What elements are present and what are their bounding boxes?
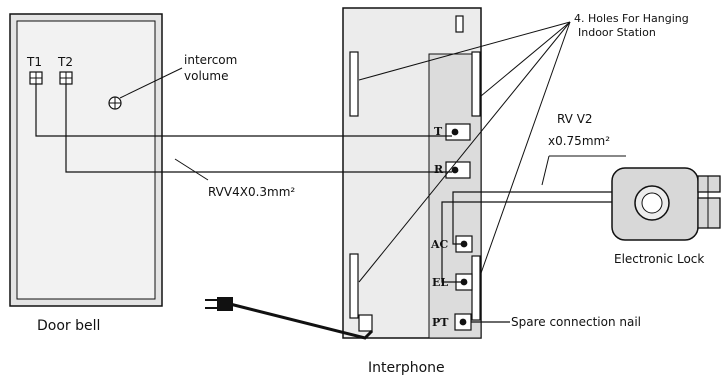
terminal-pt-screw-icon bbox=[459, 318, 467, 326]
rvv-cable-leader bbox=[174, 158, 209, 181]
door-bell-inner-panel bbox=[16, 20, 156, 300]
lock-cable bbox=[441, 191, 612, 283]
lock-cylinder-core bbox=[641, 192, 663, 214]
volume-knob-icon bbox=[108, 96, 122, 110]
terminal-ac-label: AC bbox=[430, 238, 449, 251]
terminal-ac-screw-icon bbox=[460, 240, 468, 248]
holes-annotation: 4. Holes For Hanging Indoor Station bbox=[358, 12, 689, 283]
holes-leader-2 bbox=[480, 21, 571, 97]
holes-leader-1 bbox=[358, 21, 571, 81]
terminal-r-screw-icon bbox=[451, 166, 459, 174]
terminal-t2-label: T2 bbox=[57, 55, 73, 69]
rvv-cable-label: RVV4X0.3mm² bbox=[208, 185, 295, 199]
volume-leader-line bbox=[119, 67, 183, 99]
intercom-volume-label-line1: intercom bbox=[184, 53, 237, 67]
holes-label-line2: Indoor Station bbox=[578, 26, 656, 39]
wire-ac-to-lock bbox=[452, 191, 612, 245]
wire-t1-to-t bbox=[35, 84, 452, 137]
plug-head bbox=[217, 297, 233, 311]
power-cord bbox=[229, 302, 374, 340]
electronic-lock-label: Electronic Lock bbox=[614, 252, 704, 266]
wire-el-to-lock bbox=[441, 201, 612, 283]
hanging-hole-3 bbox=[349, 253, 359, 319]
door-bell-caption: Door bell bbox=[37, 318, 100, 334]
hanging-hole-4 bbox=[471, 255, 481, 321]
rv-cable-leader bbox=[541, 155, 550, 186]
power-inlet bbox=[358, 314, 373, 332]
holes-leader-3 bbox=[358, 21, 571, 283]
interphone-unit: T R AC EL PT Interphone bbox=[342, 7, 482, 376]
holes-label-line1: 4. Holes For Hanging bbox=[574, 12, 689, 25]
terminal-t1-icon bbox=[29, 71, 43, 85]
spare-connection-label: Spare connection nail bbox=[511, 315, 641, 329]
lock-bolt-upper bbox=[697, 175, 721, 193]
terminal-el-screw-icon bbox=[460, 278, 468, 286]
terminal-t2-icon bbox=[59, 71, 73, 85]
wire-t2-to-r bbox=[65, 84, 452, 173]
rv-cable-label-line2: x0.75mm² bbox=[548, 134, 610, 148]
terminal-t1-label: T1 bbox=[26, 55, 42, 69]
terminal-t-screw-icon bbox=[451, 128, 459, 136]
lock-bolt-lower bbox=[697, 197, 721, 229]
top-slot-icon bbox=[455, 15, 464, 33]
terminal-el-label: EL bbox=[432, 276, 448, 289]
intercom-volume-label-line2: volume bbox=[184, 69, 228, 83]
interphone-caption: Interphone bbox=[368, 360, 445, 376]
rv-cable-label-line1: RV V2 bbox=[557, 112, 593, 126]
holes-leader-4 bbox=[479, 21, 571, 277]
doorbell-cable bbox=[35, 84, 452, 173]
terminal-pt-label: PT bbox=[432, 316, 449, 329]
hanging-hole-1 bbox=[349, 51, 359, 117]
hanging-hole-2 bbox=[471, 51, 481, 117]
power-plug-icon bbox=[205, 297, 374, 340]
door-bell-unit: T1 T2 intercom volume Door bell bbox=[9, 13, 237, 334]
terminal-t-label: T bbox=[434, 125, 443, 138]
terminal-r-label: R bbox=[434, 163, 444, 176]
electronic-lock: Electronic Lock bbox=[611, 167, 721, 266]
